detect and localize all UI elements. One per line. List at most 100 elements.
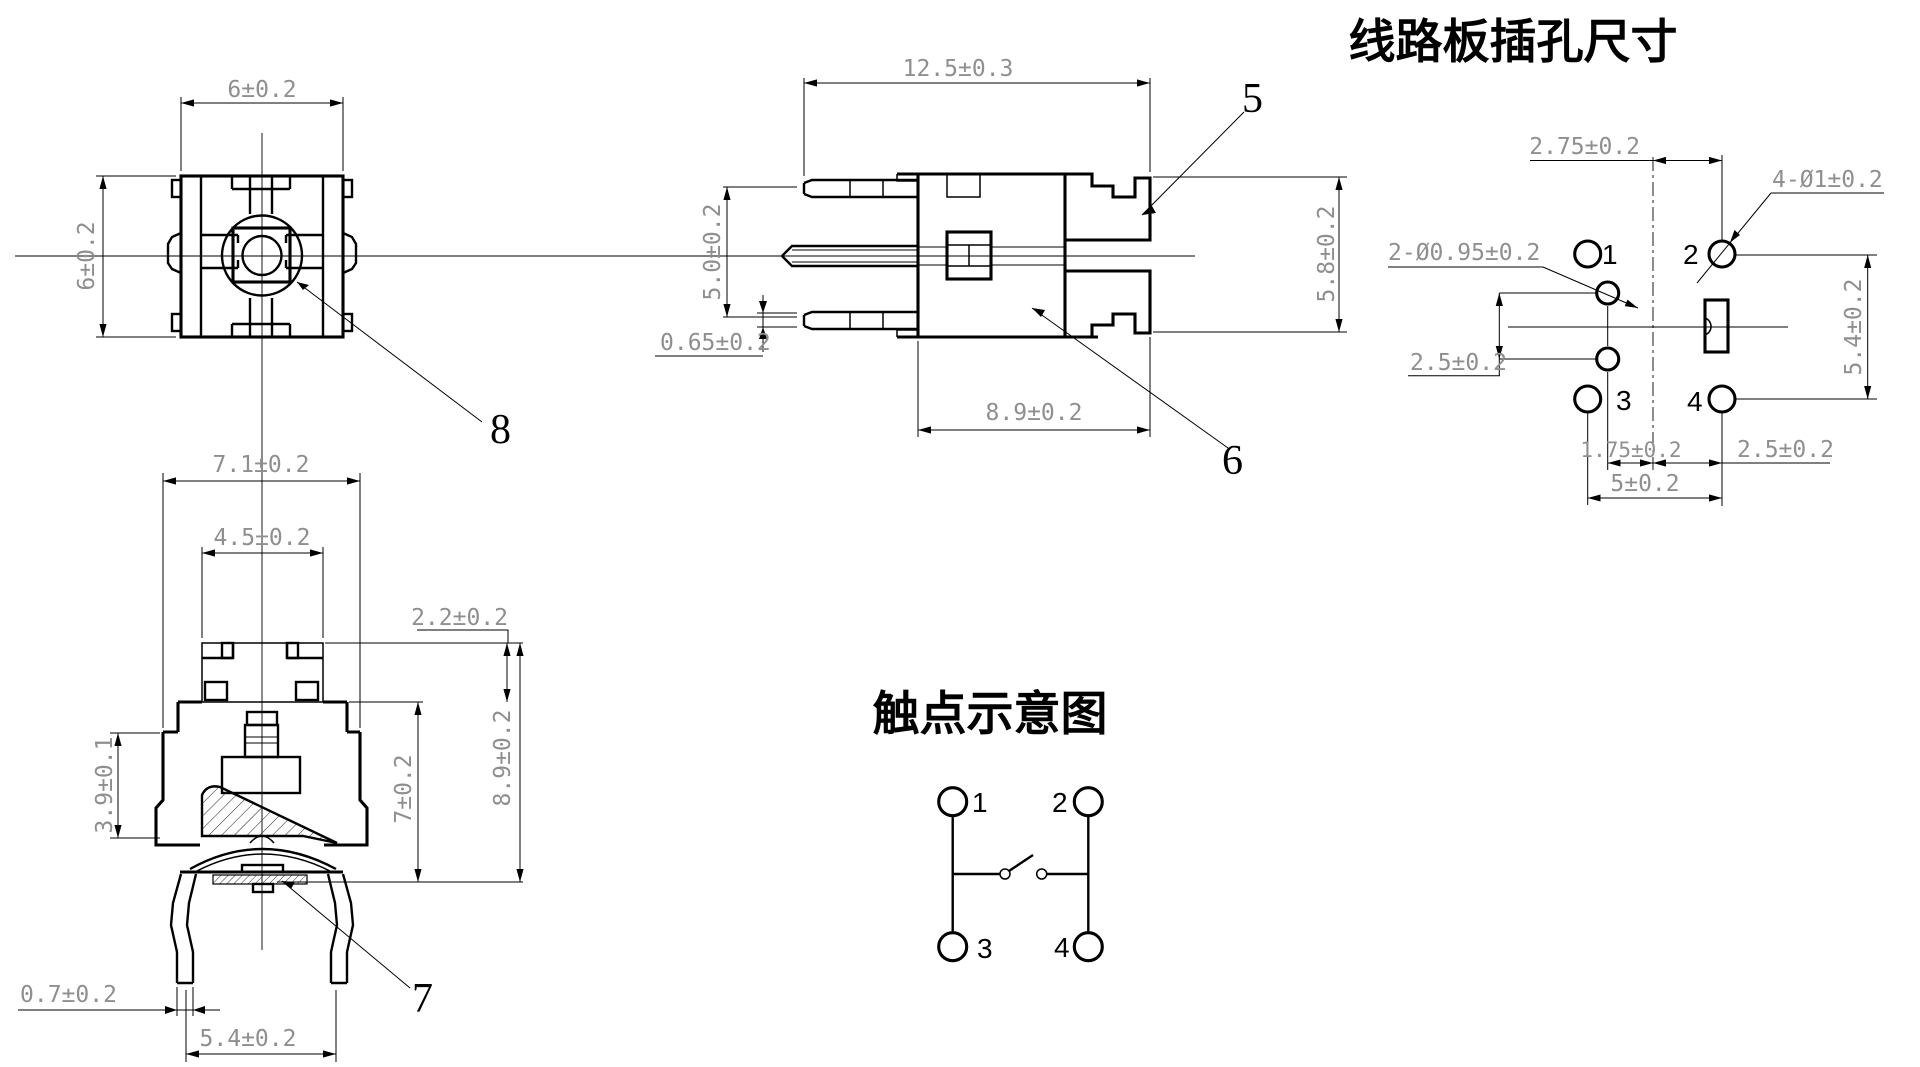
top-block	[946, 173, 981, 198]
dim-small-hole-pitch: 2.5±0.2	[1408, 292, 1596, 377]
dim-cap-width: 4.5±0.2	[201, 525, 324, 638]
corner-tab	[170, 178, 183, 199]
plunger	[220, 710, 302, 795]
side-body	[896, 172, 1152, 339]
dim-leg-span: 5.4±0.2	[185, 990, 337, 1062]
dim-text: 4.5±0.2	[214, 525, 311, 551]
leader-arrow	[1032, 308, 1045, 317]
dim-pin-thickness: 0.65±0.2	[655, 295, 797, 357]
dim-column-height: 5.4±0.2	[1736, 254, 1877, 400]
global-centerlines	[15, 133, 1195, 950]
dim-text: 4-Ø1±0.2	[1772, 167, 1883, 193]
leader-arrow	[297, 282, 309, 290]
hole-label: 4	[1687, 386, 1703, 417]
hole-1	[1573, 239, 1603, 269]
housing	[154, 700, 369, 847]
dim-text: 0.65±0.2	[660, 330, 771, 356]
dim-text: 5±0.2	[1610, 471, 1679, 497]
dim-top-width: 6±0.2	[180, 77, 344, 171]
side-view: 12.5±0.3 5.0±0.2 0.65±0.2 8.9±0.2 5.8±0.…	[655, 56, 1347, 484]
dim-text: 2-Ø0.95±0.2	[1388, 240, 1540, 266]
hole-label: 2	[1683, 239, 1699, 270]
pin-row-bottom	[802, 310, 918, 331]
dim-text: 6±0.2	[74, 221, 100, 290]
hole-label: 3	[1616, 385, 1632, 416]
callout-number: 5	[1242, 76, 1263, 122]
dim-body-width: 7.1±0.2	[162, 452, 361, 728]
dim-total-height: 8.9±0.2	[490, 643, 524, 882]
top-view: 6±0.2 6±0.2 8	[74, 77, 511, 453]
metal-dome	[189, 835, 337, 872]
cross-slot-bottom	[230, 298, 292, 337]
dim-text: 8.9±0.2	[490, 710, 516, 807]
post-hole-upper	[1595, 280, 1621, 306]
switch-body-outline	[179, 174, 345, 339]
dim-text: 1.75±0.2	[1580, 438, 1681, 462]
dim-text: 0.7±0.2	[20, 982, 117, 1008]
corner-tab	[341, 312, 354, 333]
pin-row-top	[802, 178, 918, 199]
pcb-hole-view: 线路板插孔尺寸 1 2 3 4 2.	[1349, 15, 1884, 506]
corner-tab	[341, 178, 354, 199]
hole-3	[1573, 384, 1603, 414]
dim-bottom-total: 5±0.2	[1587, 471, 1722, 502]
contact-title: 触点示意图	[873, 687, 1108, 740]
label-round-holes: 4-Ø1±0.2	[1696, 167, 1884, 284]
lower-flange	[1065, 269, 1152, 339]
dim-lower-height: 3.9±0.1	[92, 732, 160, 839]
side-bump	[342, 231, 358, 275]
pin-row-middle	[781, 244, 918, 268]
dim-text: 2.75±0.2	[1529, 134, 1640, 160]
dim-top: 2.75±0.2	[1529, 134, 1722, 165]
callout-8: 8	[296, 281, 511, 453]
pcb-view-title: 线路板插孔尺寸	[1349, 15, 1678, 68]
callout-number: 8	[490, 407, 511, 453]
terminal-label: 2	[1052, 787, 1068, 818]
contact-schematic: 触点示意图 1 2 3 4	[873, 687, 1108, 964]
dim-leg-thickness: 0.7±0.2	[18, 982, 220, 1016]
button-frame	[231, 226, 292, 284]
dim-text: 5.4±0.2	[1841, 279, 1867, 376]
dim-bottom-row: 1.75±0.2 2.5±0.2	[1580, 437, 1834, 467]
terminal-label: 4	[1054, 932, 1070, 963]
dim-text: 2.5±0.2	[1410, 350, 1507, 376]
base-seat	[180, 863, 343, 894]
button-plunger-circle	[241, 234, 283, 277]
anchor-slot	[1703, 298, 1730, 354]
terminal-3	[937, 931, 969, 963]
dim-text: 5.8±0.2	[1314, 206, 1340, 303]
dim-left-height: 6±0.2	[74, 175, 176, 338]
callout-number: 7	[412, 976, 433, 1022]
dim-pin-pitch: 5.0±0.2	[700, 186, 797, 318]
leader-arrow	[1730, 230, 1740, 243]
terminal-label: 1	[972, 787, 988, 818]
callout-number: 6	[1222, 438, 1243, 484]
contact-point-left	[999, 868, 1011, 880]
plunger-block	[945, 230, 993, 281]
dim-text: 5.0±0.2	[700, 204, 726, 301]
terminal-holes	[1573, 239, 1737, 414]
terminal-2	[1072, 786, 1104, 818]
dim-text: 12.5±0.3	[903, 56, 1014, 82]
dim-text: 2.2±0.2	[411, 605, 508, 631]
terminal-4	[1072, 931, 1104, 963]
leader-arrow	[1142, 206, 1156, 215]
terminal-label: 3	[977, 933, 993, 964]
callout-5: 5	[1141, 76, 1263, 216]
hole-2	[1707, 239, 1737, 269]
cap	[201, 641, 324, 703]
dim-text: 5.4±0.2	[200, 1026, 297, 1052]
dim-text: 7.1±0.2	[213, 452, 310, 478]
front-view: 7.1±0.2 4.5±0.2 2.2±0.2 3.9±0.1 7±0.2 8.…	[18, 452, 524, 1062]
terminal-1	[937, 786, 969, 818]
dim-body-height: 5.8±0.2	[1153, 176, 1347, 333]
post-hole-lower	[1595, 346, 1621, 372]
switch-contact	[951, 815, 1090, 933]
post-holes	[1595, 280, 1621, 372]
dim-text: 8.9±0.2	[986, 400, 1083, 426]
dim-text: 2.5±0.2	[1737, 437, 1834, 463]
cross-slot-top	[230, 176, 292, 214]
dim-mid-height: 7±0.2	[277, 702, 523, 883]
upper-flange	[1065, 172, 1152, 242]
